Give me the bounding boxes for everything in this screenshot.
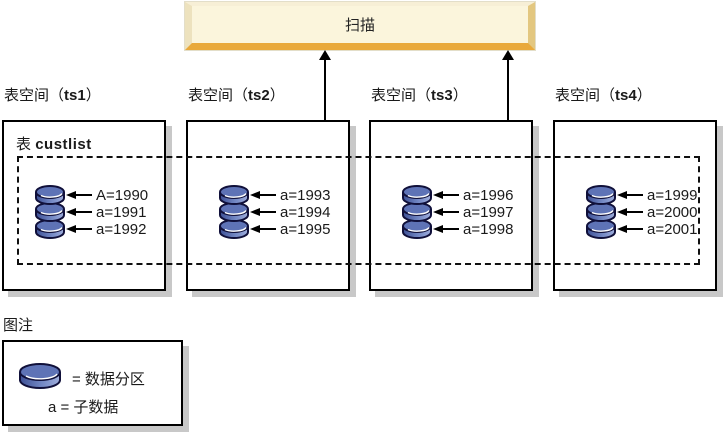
tablespace-label-ts3: 表空间（ts3） [371,84,468,105]
arrow-line [76,228,92,230]
partition-label: a=2001 [647,220,698,238]
arrow-line [627,228,643,230]
partition-row: a=1995 [250,220,330,238]
partition-row: A=1990 [66,186,148,204]
partition-label: a=2000 [647,203,698,221]
partition-row: a=1992 [66,220,146,238]
label-prefix: 表空间（ [555,87,616,104]
arrow-left-icon [66,191,76,199]
label-suffix: ） [636,87,652,104]
tablespace-box-ts3: a=1996 a=1997 a=1998 [369,120,533,291]
partition-row: a=1996 [433,186,513,204]
table-name: custlist [35,136,92,153]
arrow-left-icon [433,191,443,199]
scan-box: 扫描 [185,2,535,50]
partition-row: a=1991 [66,203,146,221]
partition-label: a=1993 [280,186,331,204]
arrow-line [627,194,643,196]
arrow-left-icon [433,225,443,233]
tablespace-name: ts3 [431,87,453,104]
scan-box-label: 扫描 [344,17,375,34]
arrow-line [76,211,92,213]
partition-label: a=1999 [647,186,698,204]
arrow-line [627,211,643,213]
tablespace-label-ts1: 表空间（ts1） [4,84,101,105]
partition-stack-icon [219,185,249,239]
partition-row: a=1997 [433,203,513,221]
arrow-left-icon [66,225,76,233]
arrow-left-icon [617,191,627,199]
tablespace-box-ts1: 表 custlist A=1990 a=1991 a=1992 [2,120,166,291]
arrow-line [260,194,276,196]
table-name-label: 表 custlist [16,133,92,154]
label-suffix: ） [452,87,468,104]
arrow-left-icon [250,225,260,233]
arrow-line [76,194,92,196]
partition-label: a=1997 [463,203,514,221]
partition-label: a=1992 [96,220,147,238]
tablespace-box-ts4: a=1999 a=2000 a=2001 [553,120,717,291]
arrow-up-icon [319,50,331,60]
partition-row: a=2000 [617,203,697,221]
partition-label: a=1994 [280,203,331,221]
tablespace-label-ts4: 表空间（ts4） [555,84,652,105]
partition-label: a=1998 [463,220,514,238]
arrow-left-icon [66,208,76,216]
partition-row: a=1999 [617,186,697,204]
partition-label: A=1990 [96,186,149,204]
tablespace-name: ts2 [248,87,270,104]
legend-subdata-label: a = 子数据 [48,399,119,416]
partition-row: a=1998 [433,220,513,238]
arrow-line [324,59,326,120]
arrow-line [260,228,276,230]
partition-label: a=1996 [463,186,514,204]
arrow-left-icon [617,225,627,233]
partition-stack-icon [35,185,65,239]
label-prefix: 表空间（ [188,87,249,104]
arrow-line [443,194,459,196]
arrow-left-icon [617,208,627,216]
arrow-line [507,59,509,120]
label-suffix: ） [269,87,285,104]
partition-stack-icon [586,185,616,239]
partition-row: a=2001 [617,220,697,238]
arrow-left-icon [433,208,443,216]
tablespace-name: ts4 [615,87,637,104]
partition-row: a=1994 [250,203,330,221]
label-prefix: 表空间（ [371,87,432,104]
scan-arrow-ts3 [502,50,514,120]
arrow-left-icon [250,208,260,216]
tablespace-box-ts2: a=1993 a=1994 a=1995 [186,120,350,291]
label-suffix: ） [85,87,101,104]
partition-label: a=1995 [280,220,331,238]
tablespace-label-ts2: 表空间（ts2） [188,84,285,105]
partition-label: a=1991 [96,203,147,221]
scan-arrow-ts2 [319,50,331,120]
label-prefix: 表空间（ [4,87,65,104]
table-prefix: 表 [16,136,32,153]
legend-box: = 数据分区 a = 子数据 [2,340,183,426]
tablespace-name: ts1 [64,87,86,104]
partition-stack-icon [402,185,432,239]
arrow-line [260,211,276,213]
arrow-line [443,228,459,230]
legend-title: 图注 [3,317,34,334]
legend-partition-label: = 数据分区 [72,371,145,388]
arrow-left-icon [250,191,260,199]
arrow-line [443,211,459,213]
data-partition-icon [19,363,61,389]
partition-row: a=1993 [250,186,330,204]
arrow-up-icon [502,50,514,60]
